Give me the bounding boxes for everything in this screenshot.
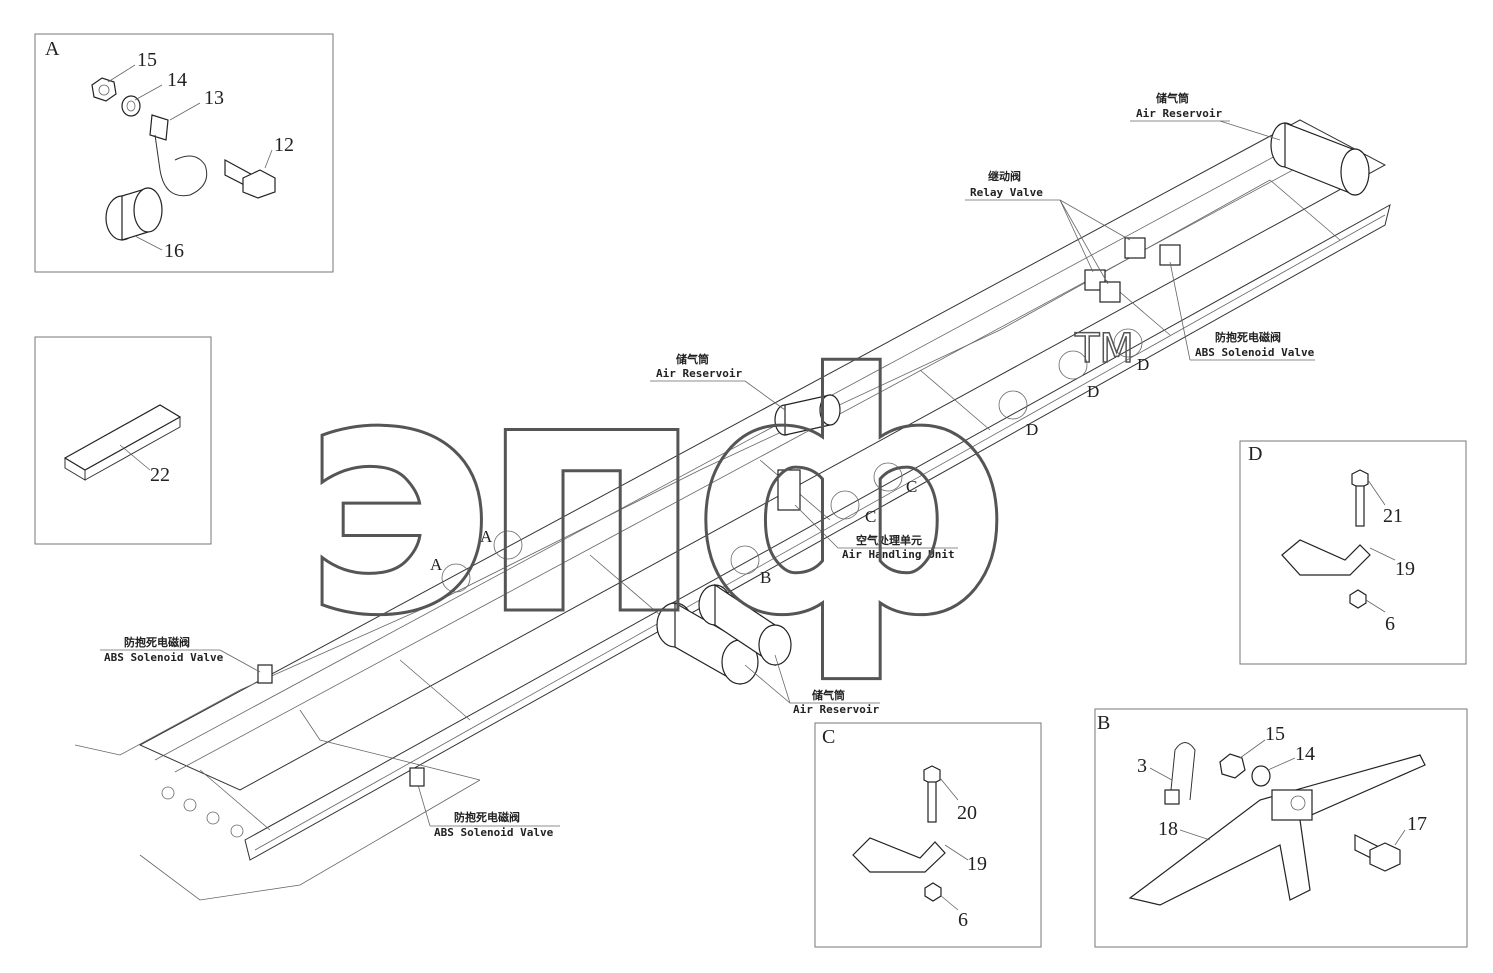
svg-text:Air Reservoir: Air Reservoir <box>1136 107 1222 120</box>
svg-text:防抱死电磁阀: 防抱死电磁阀 <box>124 635 190 649</box>
part-15: 15 <box>137 49 157 71</box>
label-abs-left: 防抱死电磁阀 ABS Solenoid Valve <box>100 635 261 673</box>
label-abs-bottom: 防抱死电磁阀 ABS Solenoid Valve <box>417 784 560 839</box>
svg-text:эпф: эпф <box>300 304 997 688</box>
callout-b: B <box>760 568 771 587</box>
callout-c2: C <box>906 477 917 496</box>
svg-text:储气筒: 储气筒 <box>676 352 709 366</box>
part-22: 22 <box>150 464 170 486</box>
part-6: 6 <box>1385 613 1395 635</box>
svg-text:C: C <box>822 726 835 748</box>
svg-text:Air Handling Unit: Air Handling Unit <box>842 548 955 561</box>
part-14: 14 <box>1295 743 1315 765</box>
callout-c1: C <box>865 507 876 526</box>
svg-text:Relay Valve: Relay Valve <box>970 186 1043 199</box>
svg-text:B: B <box>1097 712 1110 734</box>
part-20: 20 <box>957 802 977 824</box>
part-19: 19 <box>1395 558 1415 580</box>
part-18: 18 <box>1158 818 1178 840</box>
part-12: 12 <box>274 134 294 156</box>
part-15: 15 <box>1265 723 1285 745</box>
callout-d1: D <box>1026 420 1038 439</box>
svg-text:A: A <box>45 38 60 60</box>
callout-d2: D <box>1087 382 1099 401</box>
callout-a2: A <box>480 527 493 546</box>
label-air-reservoir-low: 储气筒 Air Reservoir <box>744 654 880 716</box>
part-3: 3 <box>1137 755 1147 777</box>
part-13: 13 <box>204 87 224 109</box>
label-relay-valve: 继动阀 Relay Valve <box>965 169 1131 285</box>
callout-d3: D <box>1137 355 1149 374</box>
part-19: 19 <box>967 853 987 875</box>
svg-text:Air Reservoir: Air Reservoir <box>656 367 742 380</box>
part-21: 21 <box>1383 505 1403 527</box>
svg-text:储气筒: 储气筒 <box>812 688 845 702</box>
detail-box-b: B 3 15 14 18 17 <box>1094 708 1468 948</box>
detail-box-c: C 20 19 6 <box>814 722 1042 948</box>
detail-box-a: A 15 14 13 12 16 <box>34 33 334 273</box>
svg-text:防抱死电磁阀: 防抱死电磁阀 <box>1215 330 1281 344</box>
detail-box-tube: 22 <box>34 336 212 545</box>
label-air-reservoir-mid: 储气筒 Air Reservoir <box>650 352 786 411</box>
part-14: 14 <box>167 69 187 91</box>
svg-text:ABS Solenoid Valve: ABS Solenoid Valve <box>1195 346 1315 359</box>
detail-box-d: D 21 19 6 <box>1239 440 1467 665</box>
part-17: 17 <box>1407 813 1427 835</box>
part-16: 16 <box>164 240 184 262</box>
svg-text:TM: TM <box>1074 326 1134 372</box>
svg-text:继动阀: 继动阀 <box>988 169 1021 183</box>
label-air-reservoir-top: 储气筒 Air Reservoir <box>1130 91 1281 141</box>
svg-text:Air Reservoir: Air Reservoir <box>793 703 879 716</box>
svg-text:ABS Solenoid Valve: ABS Solenoid Valve <box>434 826 554 839</box>
label-abs-right: 防抱死电磁阀 ABS Solenoid Valve <box>1169 261 1315 361</box>
svg-text:防抱死电磁阀: 防抱死电磁阀 <box>454 810 520 824</box>
svg-text:ABS Solenoid Valve: ABS Solenoid Valve <box>104 651 224 664</box>
part-6: 6 <box>958 909 968 931</box>
chassis-frame <box>74 119 1391 901</box>
label-air-handling: 空气处理单元 Air Handling Unit <box>794 504 958 561</box>
svg-text:D: D <box>1248 443 1262 465</box>
svg-text:空气处理单元: 空气处理单元 <box>856 533 922 547</box>
watermark-logo: эпф TM <box>299 303 1135 690</box>
callout-a1: A <box>430 555 443 574</box>
svg-text:储气筒: 储气筒 <box>1156 91 1189 105</box>
